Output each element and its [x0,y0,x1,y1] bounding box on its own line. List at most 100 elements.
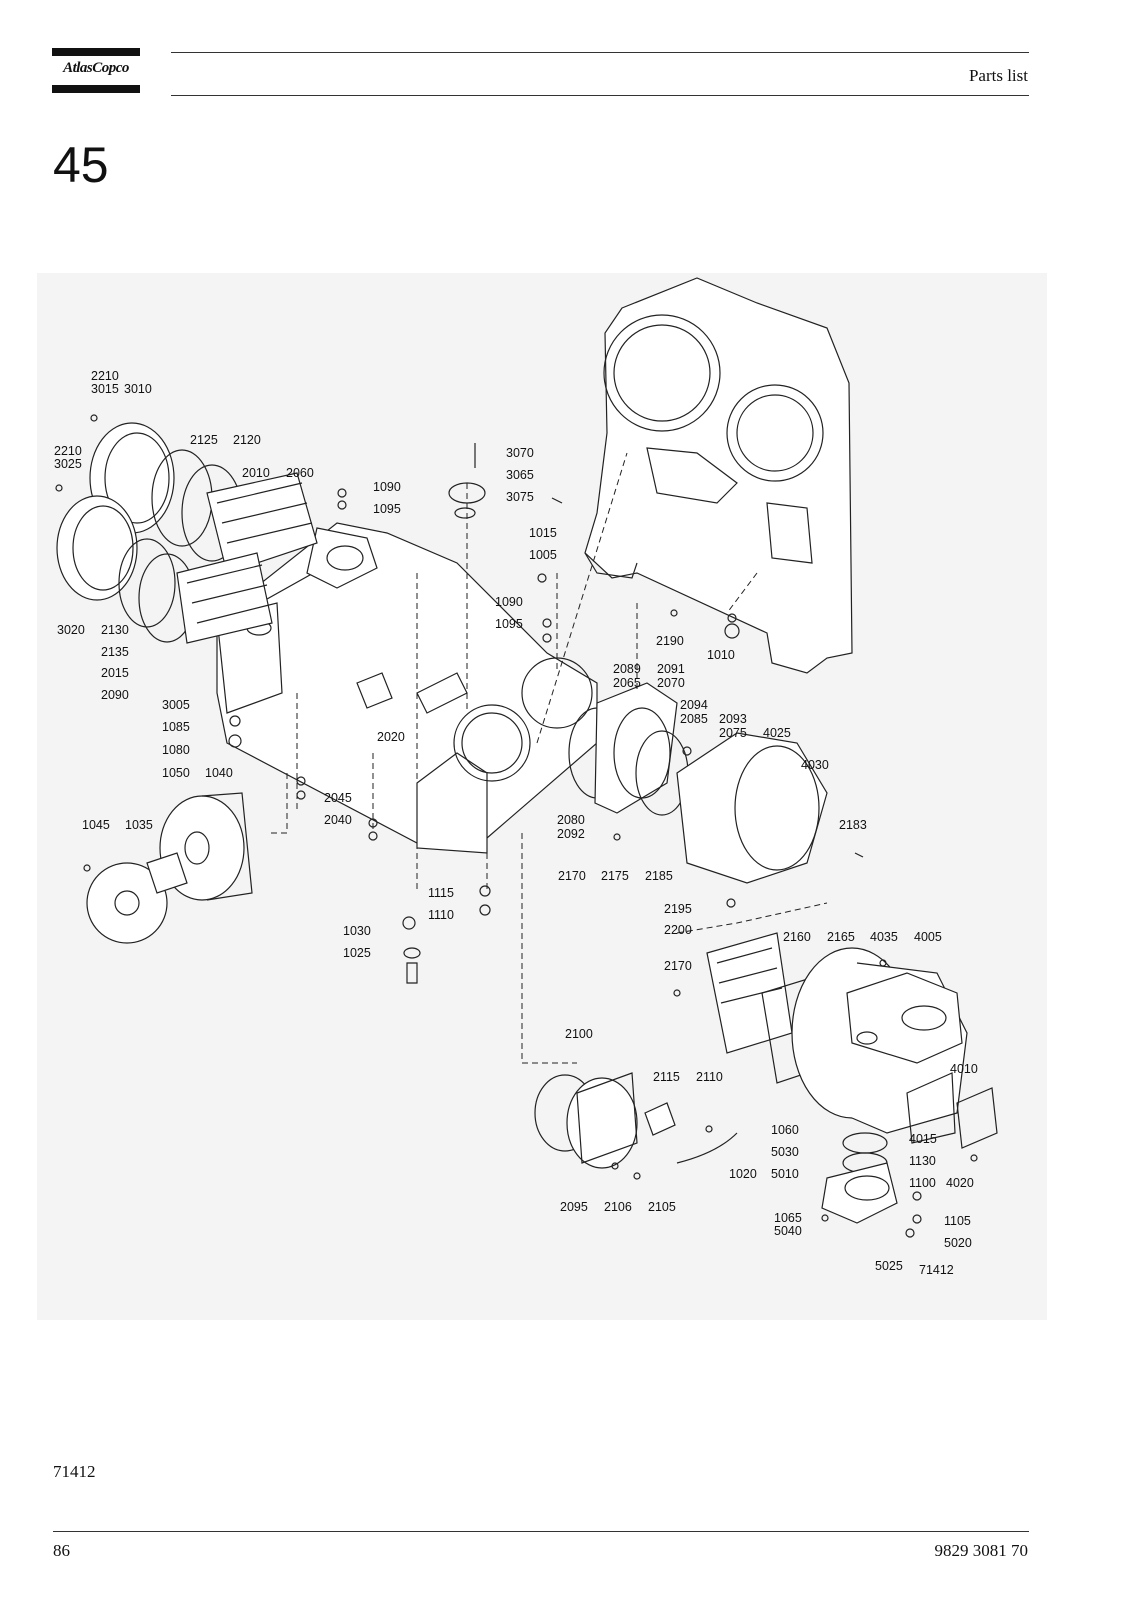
part-callout-label: 2075 [719,726,747,740]
rotor-assembly [56,422,318,644]
header-rule-bottom [171,95,1029,96]
fasteners [55,414,978,1238]
part-callout-label: 3010 [124,382,152,396]
part-callout-label: 1105 [944,1214,971,1228]
part-callout-label: 2093 [719,712,747,726]
part-callout-label: 2170 [664,959,692,973]
part-callout-label: 4005 [914,930,942,944]
document-number: 9829 3081 70 [934,1541,1029,1560]
part-callout-label: 5040 [774,1224,802,1238]
part-callout-label: 1115 [428,886,454,900]
part-callout-label: 3065 [506,468,534,482]
part-callout-label: 2170 [558,869,586,883]
part-callout-label: 2183 [839,818,867,832]
part-callout-label: 3020 [57,623,85,637]
part-callout-label: 4015 [909,1132,937,1146]
part-callout-label: 1095 [373,502,401,516]
part-callout-label: 3015 [91,382,119,396]
part-callout-label: 1090 [373,480,401,494]
part-callout-label: 2135 [101,645,129,659]
part-callout-label: 1085 [162,720,190,734]
part-callout-label: 2115 [653,1070,680,1084]
part-callout-label: 2065 [613,676,641,690]
part-callout-label: 1050 [162,766,190,780]
part-callout-label: 5030 [771,1145,799,1159]
part-callout-label: 5020 [944,1236,972,1250]
part-callout-label: 2100 [565,1027,593,1041]
part-callout-label: 3005 [162,698,190,712]
header-rule-top [171,52,1029,53]
part-callout-label: 1020 [729,1167,757,1181]
part-callout-label: 2080 [557,813,585,827]
logo-bar-bottom [52,85,140,93]
part-callout-label: 1045 [82,818,110,832]
diagram-drawing: 2210301530102210302521252120201020601090… [54,277,998,1277]
assembly-guide-lines [267,452,828,1064]
part-callout-label: 4025 [763,726,791,740]
part-callout-label: 2165 [827,930,855,944]
part-callout-label: 1035 [125,818,153,832]
inlet-assembly [86,792,421,984]
part-callout-label: 2210 [54,444,82,458]
outlet-housing [706,932,998,1149]
part-callout-label: 1100 [909,1176,936,1190]
part-callout-label: 1025 [343,946,371,960]
part-callout-label: 1080 [162,743,190,757]
part-callout-label: 2060 [286,466,314,480]
part-callout-label: 3075 [506,490,534,504]
part-callout-label: 2020 [377,730,405,744]
part-callout-label: 1110 [428,908,454,922]
part-callout-label: 2040 [324,813,352,827]
compressor-housing [216,522,598,854]
part-callout-label: 1095 [495,617,523,631]
part-callout-label: 1065 [774,1211,802,1225]
part-callout-label: 4010 [950,1062,978,1076]
part-callout-label: 2210 [91,369,119,383]
part-callout-label: 2015 [101,666,129,680]
part-callout-label: 1040 [205,766,233,780]
part-callout-label: 2190 [656,634,684,648]
part-callout-label: 2090 [101,688,129,702]
part-callout-label: 1015 [529,526,557,540]
part-callout-label: 3070 [506,446,534,460]
part-callout-label: 2045 [324,791,352,805]
part-callout-label: 1130 [909,1154,936,1168]
part-callout-label: 2089 [613,662,641,676]
part-callout-label: 2175 [601,869,629,883]
atlas-copco-logo: AtlasCopco [52,48,140,93]
page-number: 86 [53,1541,70,1560]
header-title: Parts list [968,66,1028,85]
part-callout-label: 5025 [875,1259,903,1273]
bearing-rings [568,682,864,884]
logo-bar-top [52,48,140,56]
part-callout-label: 2120 [233,433,261,447]
footer-rule [53,1531,1029,1532]
part-callout-label: 2091 [657,662,685,676]
part-callout-label: 2010 [242,466,270,480]
part-callout-label: 1090 [495,595,523,609]
part-callout-label: 2095 [560,1200,588,1214]
logo-wordmark: AtlasCopco [63,60,129,76]
part-callout-label: 4020 [946,1176,974,1190]
part-callout-label: 2125 [190,433,218,447]
section-number: 45 [53,137,109,193]
part-callout-label: 2085 [680,712,708,726]
part-callout-label: 2130 [101,623,129,637]
part-callout-label: 2200 [664,923,692,937]
part-callout-label: 1060 [771,1123,799,1137]
part-callout-label: 2160 [783,930,811,944]
part-callout-label: 2106 [604,1200,632,1214]
part-callout-label: 2105 [648,1200,676,1214]
part-callout-label: 5010 [771,1167,799,1181]
part-callout-label: 2110 [696,1070,723,1084]
part-callout-label: 4030 [801,758,829,772]
part-callout-label: 1030 [343,924,371,938]
part-callout-label: 2094 [680,698,708,712]
part-callout-label: 4035 [870,930,898,944]
gearbox-housing [584,277,853,674]
part-callout-label: 3025 [54,457,82,471]
part-callout-label: 2195 [664,902,692,916]
part-callout-label: 1010 [707,648,735,662]
